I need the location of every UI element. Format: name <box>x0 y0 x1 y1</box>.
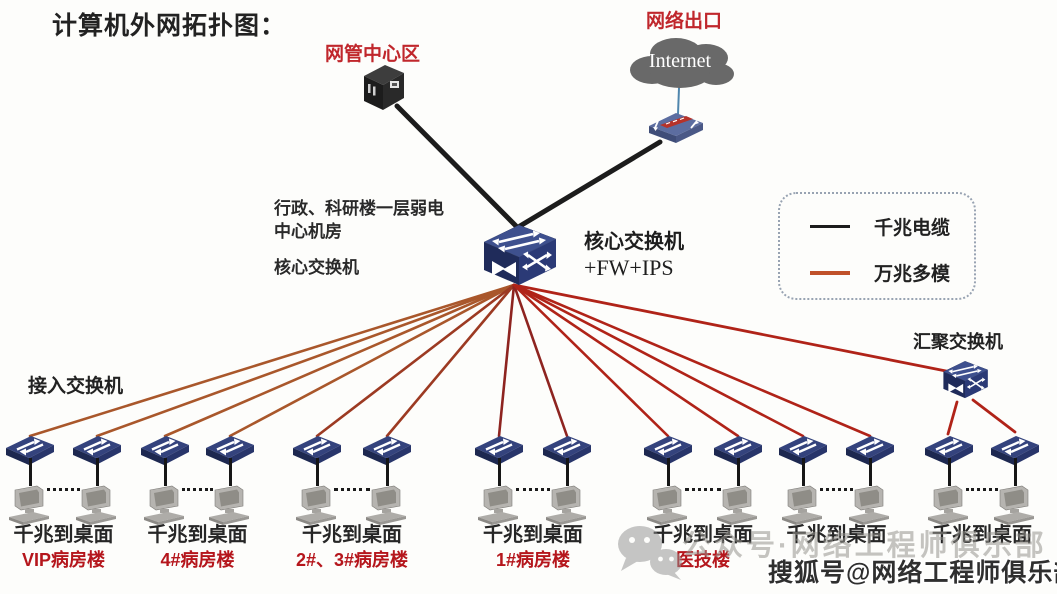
switch-pc-cable <box>385 458 389 486</box>
switch-pc-cable <box>497 458 501 486</box>
legend: 千兆电缆 万兆多模 <box>778 192 976 300</box>
room-line1: 行政、科研楼一层弱电 <box>274 199 444 218</box>
mgmt-server-icon <box>364 65 404 110</box>
switch-pc-cable <box>565 458 569 486</box>
tengig-multimode-label: 万兆多模 <box>874 264 951 285</box>
room-core-switch-label: 核心交换机 <box>274 258 359 277</box>
gigabit-cable-label: 千兆电缆 <box>874 218 951 239</box>
aggregation-switch-icon <box>942 360 989 399</box>
core-switch-name: 核心交换机 <box>584 231 684 253</box>
switch-pc-cable <box>228 458 232 486</box>
desktop-speed-label: 千兆到桌面 <box>932 524 1032 546</box>
ellipsis-link <box>685 488 721 491</box>
core-switch-suffix: +FW+IPS <box>584 255 674 280</box>
desktop-speed-label: 千兆到桌面 <box>653 524 753 546</box>
network-exit-label: 网络出口 <box>646 11 723 32</box>
desk-group: 千兆到桌面 <box>922 424 1042 582</box>
wechat-icon <box>618 526 682 580</box>
room-line2: 中心机房 <box>274 222 342 241</box>
desk-group: 千兆到桌面 VIP病房楼 <box>3 424 124 582</box>
exit-router-icon <box>649 113 703 143</box>
switch-pc-cable <box>163 458 167 486</box>
core-switch-label: 核心交换机 +FW+IPS <box>584 229 684 281</box>
desktop-speed-label: 千兆到桌面 <box>483 524 583 546</box>
desktop-speed-label: 千兆到桌面 <box>786 524 887 546</box>
building-label: 1#病房楼 <box>495 550 571 570</box>
ellipsis-link <box>47 488 80 491</box>
gigabit-cable-swatch <box>810 225 850 228</box>
switch-pc-cable <box>666 458 670 486</box>
sohu-watermark-text: 搜狐号@网络工程师俱乐部 <box>768 559 1057 587</box>
tengig-multimode-swatch <box>810 270 850 275</box>
ellipsis-link <box>516 488 550 491</box>
ellipsis-link <box>182 488 213 491</box>
aggregation-switch-label: 汇聚交换机 <box>913 332 1003 352</box>
switch-pc-cable <box>736 458 740 486</box>
desktop-speed-label: 千兆到桌面 <box>302 524 402 546</box>
desktop-speed-label: 千兆到桌面 <box>13 524 114 546</box>
ellipsis-link <box>966 488 998 491</box>
building-label: 医技楼 <box>676 550 730 570</box>
building-label: 4#病房楼 <box>160 550 235 570</box>
desk-group: 千兆到桌面 <box>776 424 897 582</box>
access-switch-label: 接入交换机 <box>28 376 124 397</box>
wechat-watermark-text: 公众号·网络工程师俱乐部 <box>682 530 1047 562</box>
legend-row-gigabit: 千兆电缆 <box>810 213 974 240</box>
diagram-title: 计算机外网拓扑图： <box>52 12 287 40</box>
switch-pc-cable <box>315 458 319 486</box>
desk-group: 千兆到桌面 2#、3#病房楼 <box>290 424 414 582</box>
building-label: 2#、3#病房楼 <box>295 550 409 570</box>
ellipsis-link <box>820 488 853 491</box>
switch-pc-cable <box>868 458 872 486</box>
internet-cloud-icon: Internet <box>630 38 734 88</box>
desk-group: 千兆到桌面 医技楼 <box>641 424 765 582</box>
mgmt-center-label: 网管中心区 <box>325 44 421 65</box>
desk-group: 千兆到桌面 4#病房楼 <box>138 424 257 582</box>
switch-pc-cable <box>28 458 32 486</box>
switch-pc-cable <box>801 458 805 486</box>
switch-pc-cable <box>95 458 99 486</box>
desk-group: 千兆到桌面 1#病房楼 <box>472 424 594 582</box>
switch-pc-cable <box>947 458 951 486</box>
desktop-speed-label: 千兆到桌面 <box>147 524 248 546</box>
machine-room-text: 行政、科研楼一层弱电 中心机房 核心交换机 <box>274 197 444 279</box>
legend-row-tengig: 万兆多模 <box>810 259 974 286</box>
ellipsis-link <box>334 488 370 491</box>
internet-label: Internet <box>649 50 712 72</box>
building-label: VIP病房楼 <box>21 550 105 570</box>
core-switch-icon <box>482 223 558 287</box>
switch-pc-cable <box>1013 458 1017 486</box>
